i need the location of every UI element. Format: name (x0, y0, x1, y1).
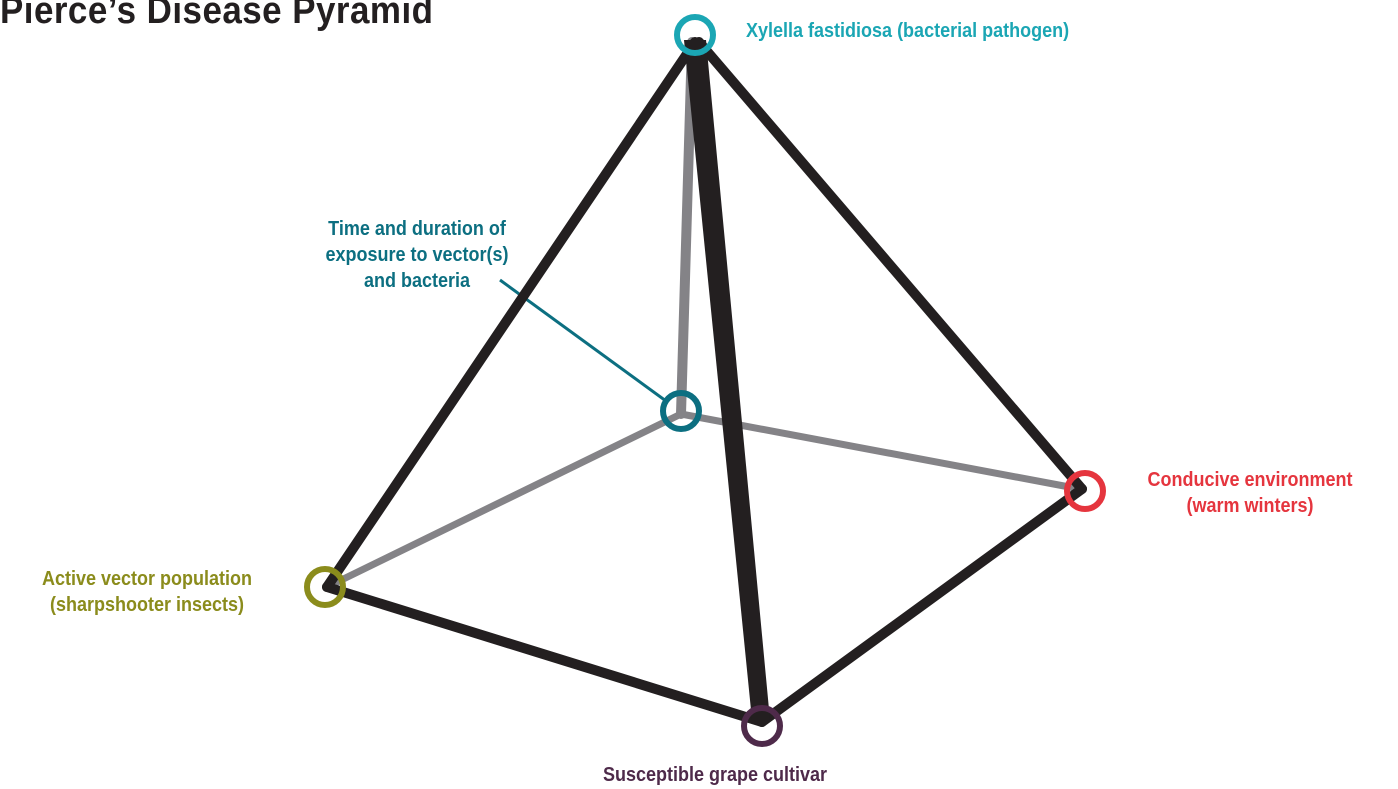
edge-back-to-left (323, 410, 685, 591)
pathogen-label-line: Xylella fastidiosa (bacterial pathogen) (746, 20, 1070, 42)
time-label-line-2: exposure to vector(s) (325, 244, 509, 266)
edge-front-to-right (757, 484, 1087, 727)
environment-label: Conducive environment (warm winters) (1115, 467, 1385, 519)
environment-label-line-2: (warm winters) (1186, 495, 1314, 517)
edge-apex-to-left (322, 37, 700, 592)
vector-population-label: Active vector population (sharpshooter i… (8, 566, 287, 618)
edge-apex-to-back (676, 37, 697, 419)
time-label-line-3: and bacteria (363, 270, 471, 292)
vertex-cultivar-ring (741, 705, 783, 747)
grape-cultivar-label: Susceptible grape cultivar (576, 762, 855, 788)
vertex-time-ring (660, 390, 702, 432)
diagram-title: Pierce’s Disease Pyramid (0, 0, 434, 32)
vertex-vector-ring (304, 566, 346, 608)
time-label-line-1: Time and duration of (328, 218, 506, 240)
edge-apex-to-right (694, 37, 1087, 494)
vertex-pathogen-ring (674, 14, 716, 56)
time-label-leader-line (499, 278, 667, 403)
pathogen-label: Xylella fastidiosa (bacterial pathogen) (746, 18, 1069, 44)
edge-back-to-right (677, 410, 1084, 493)
vector-label-line-1: Active vector population (41, 568, 253, 590)
edge-apex-to-front (684, 40, 770, 720)
edge-left-to-front (322, 582, 767, 727)
cultivar-label-line: Susceptible grape cultivar (602, 764, 828, 786)
vertex-environment-ring (1064, 470, 1106, 512)
vector-label-line-2: (sharpshooter insects) (49, 594, 245, 616)
environment-label-line-1: Conducive environment (1147, 469, 1353, 491)
time-exposure-label: Time and duration of exposure to vector(… (278, 216, 557, 294)
